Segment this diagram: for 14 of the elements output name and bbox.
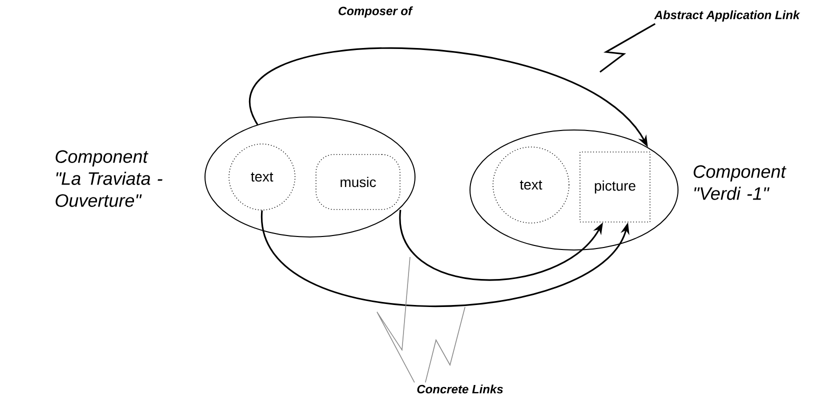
leader-line (425, 306, 466, 383)
link-arrow (261, 210, 630, 307)
link-label: Concrete Links (417, 384, 503, 394)
component-ellipse (204, 116, 416, 238)
edge-label: Composer of (337, 5, 413, 19)
component-label: Component "Verdi -1" (694, 165, 786, 200)
leader-line (600, 23, 656, 73)
component-label: Component "La Traviata - Ouverture" (56, 150, 162, 207)
music-box: music (316, 154, 400, 210)
component-ellipse (470, 130, 678, 250)
link-label: Abstract Application Link (654, 10, 800, 22)
link-arrow (400, 210, 603, 281)
leader-line (376, 256, 415, 383)
picture-box: picture (580, 152, 650, 222)
